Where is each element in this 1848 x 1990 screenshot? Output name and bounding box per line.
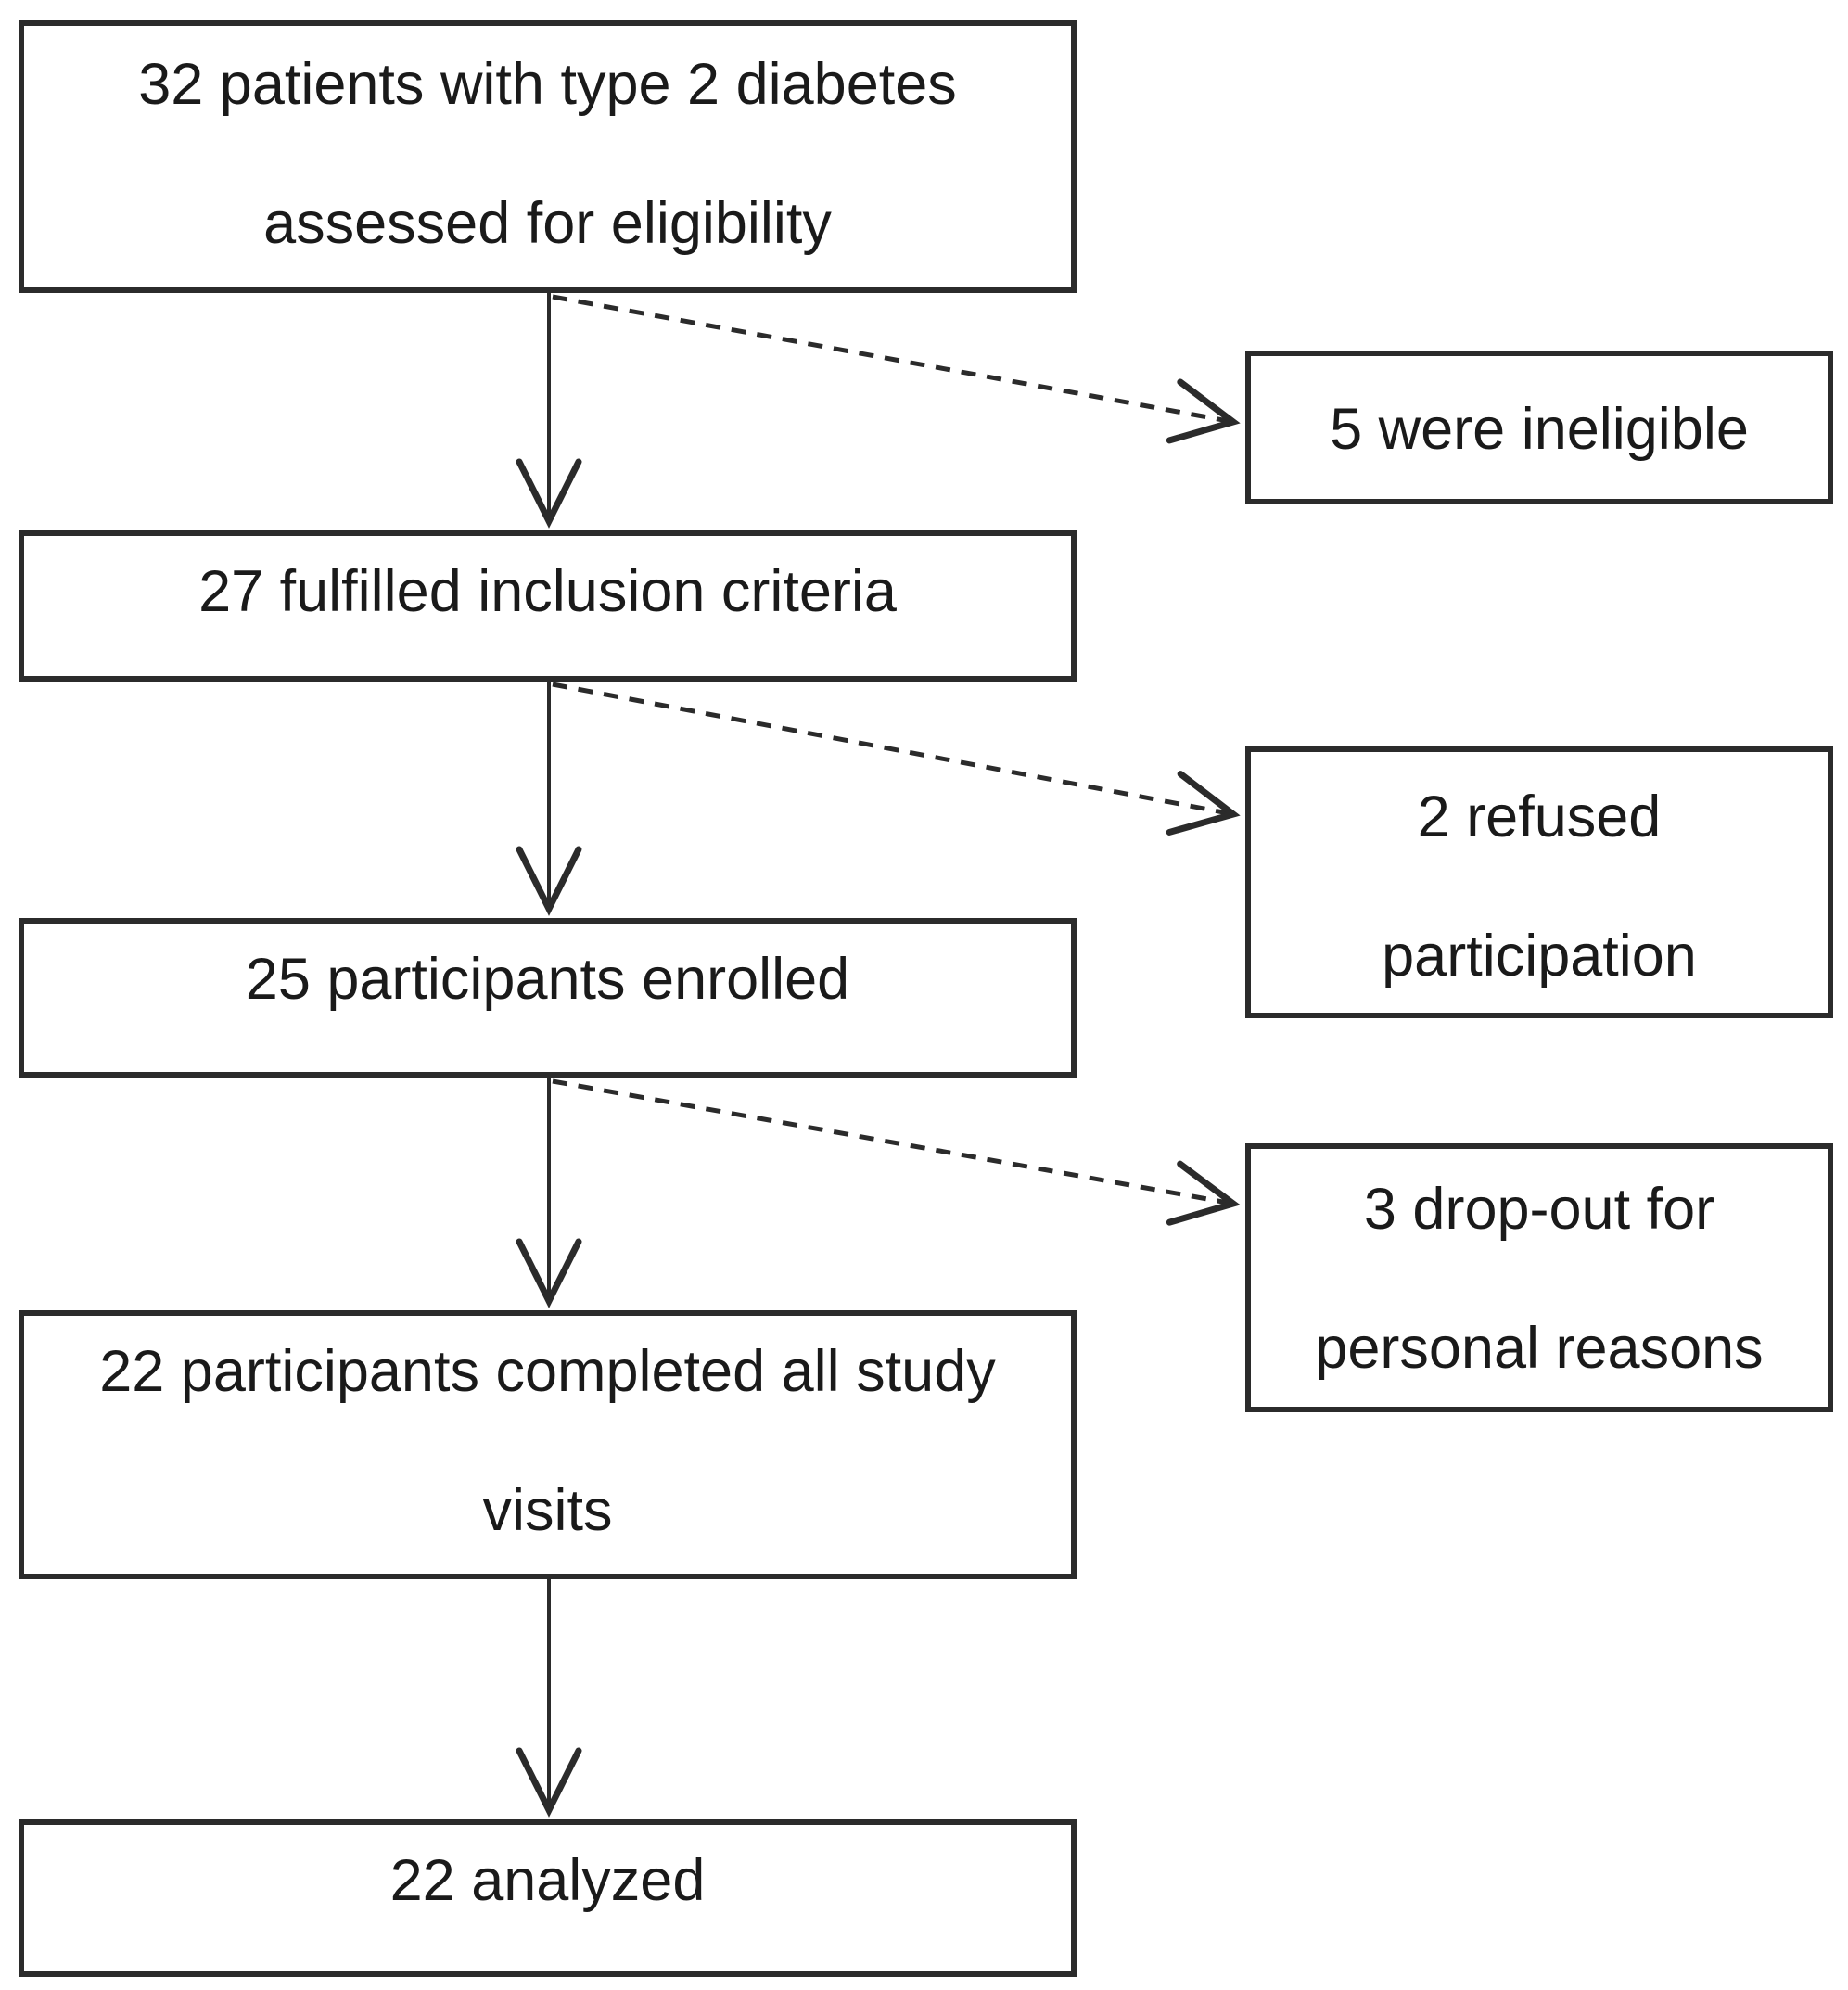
box-text-line: assessed for eligibility xyxy=(263,191,832,256)
arrow-enrolled-to-dropout xyxy=(552,1078,1241,1226)
box-text-line: 27 fulfilled inclusion criteria xyxy=(198,559,897,624)
flow-box-refused-participation: 2 refused participation xyxy=(1245,746,1833,1018)
box-text-line: 22 analyzed xyxy=(389,1848,706,1913)
box-text-line: 25 participants enrolled xyxy=(245,947,850,1012)
flow-box-completed-visits: 22 participants completed all study visi… xyxy=(19,1310,1077,1579)
box-text-line: 2 refused xyxy=(1417,785,1662,849)
box-text-line: participation xyxy=(1382,924,1697,989)
box-text-line: visits xyxy=(482,1478,613,1543)
box-text-line: personal reasons xyxy=(1315,1316,1764,1381)
box-text-line: 32 patients with type 2 diabetes xyxy=(138,52,957,117)
flow-box-inclusion-criteria: 27 fulfilled inclusion criteria xyxy=(19,530,1077,682)
flow-box-enrolled: 25 participants enrolled xyxy=(19,918,1077,1078)
arrow-inclusion-to-refused xyxy=(552,682,1241,836)
flow-box-analyzed: 22 analyzed xyxy=(19,1819,1077,1977)
arrow-assessed-to-ineligible xyxy=(552,294,1241,444)
flow-box-ineligible: 5 were ineligible xyxy=(1245,351,1833,504)
box-text-line: 3 drop-out for xyxy=(1363,1177,1715,1242)
box-text-line: 5 were ineligible xyxy=(1330,397,1749,462)
flow-box-dropout-personal-reasons: 3 drop-out for personal reasons xyxy=(1245,1143,1833,1412)
box-text-line: 22 participants completed all study xyxy=(99,1339,996,1404)
flow-box-assessed-eligibility: 32 patients with type 2 diabetes assesse… xyxy=(19,20,1077,293)
